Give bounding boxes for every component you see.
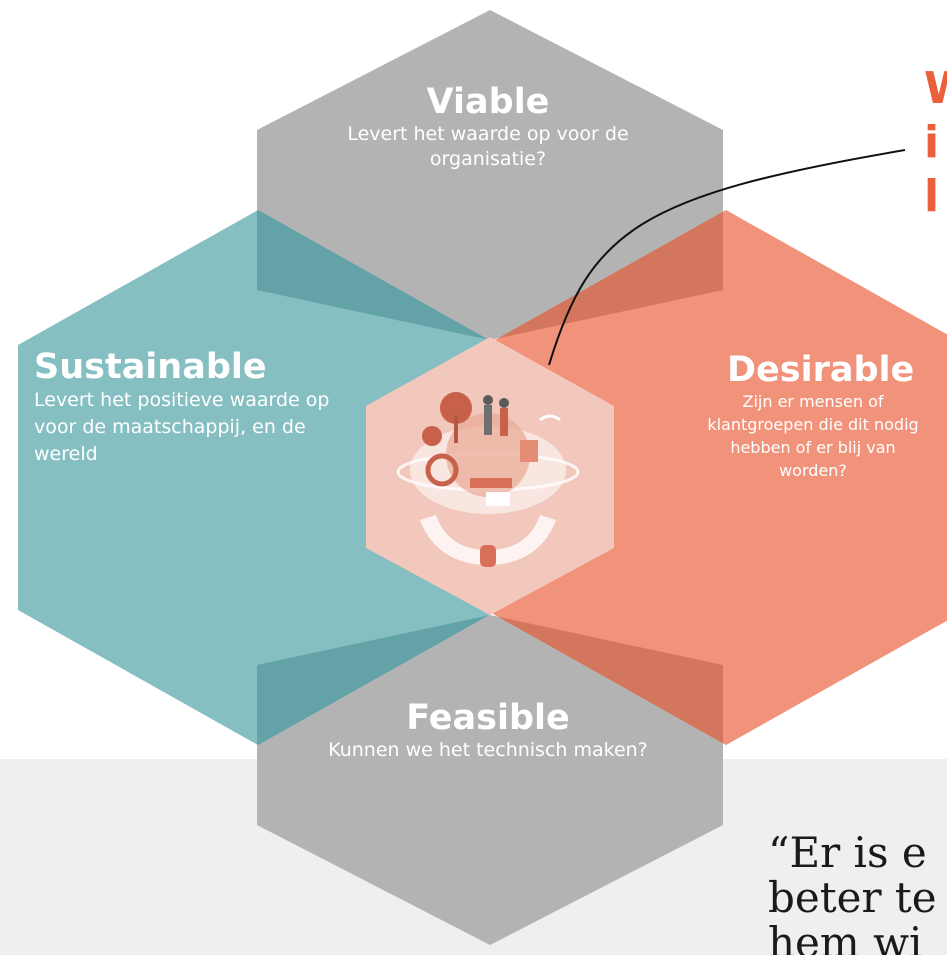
sustainable-description: Levert het positieve waarde op voor de m…: [34, 389, 330, 465]
cropped-heading: W i l: [924, 62, 947, 224]
viable-hexagon: [257, 10, 723, 340]
sustainable-title: Sustainable: [34, 347, 267, 387]
hands-holding-globe-illustration-icon: [396, 392, 580, 567]
feasible-title: Feasible: [406, 698, 570, 738]
feasible-label-group: Feasible Kunnen we het technisch maken?: [318, 698, 658, 763]
viable-title: Viable: [426, 82, 550, 122]
connector-line: [548, 149, 906, 366]
feasible-hexagon: [257, 615, 723, 945]
heading-line-2: i: [924, 117, 940, 168]
viable-description: Levert het waarde op voor de organisatie…: [347, 123, 629, 170]
quote-line-1: “Er is e: [768, 828, 927, 877]
sustainable-hexagon: [18, 210, 498, 745]
desirable-title: Desirable: [727, 350, 915, 390]
heading-line-1: W: [924, 63, 947, 114]
sustainable-label-group: Sustainable Levert het positieve waarde …: [34, 347, 334, 468]
desirable-label-group: Desirable Zijn er mensen of klantgroepen…: [707, 350, 947, 482]
viable-label-group: Viable Levert het waarde op voor de orga…: [318, 82, 658, 172]
heading-line-3: l: [924, 171, 940, 222]
feasible-description: Kunnen we het technisch maken?: [328, 739, 648, 761]
quote-line-2: beter te: [768, 873, 937, 922]
desirable-description: Zijn er mensen of klantgroepen die dit n…: [707, 392, 919, 480]
desirable-hexagon: [486, 210, 947, 745]
quote-line-3: hem wi: [768, 918, 923, 955]
quote-text: “Er is e beter te hem wi: [768, 830, 937, 955]
